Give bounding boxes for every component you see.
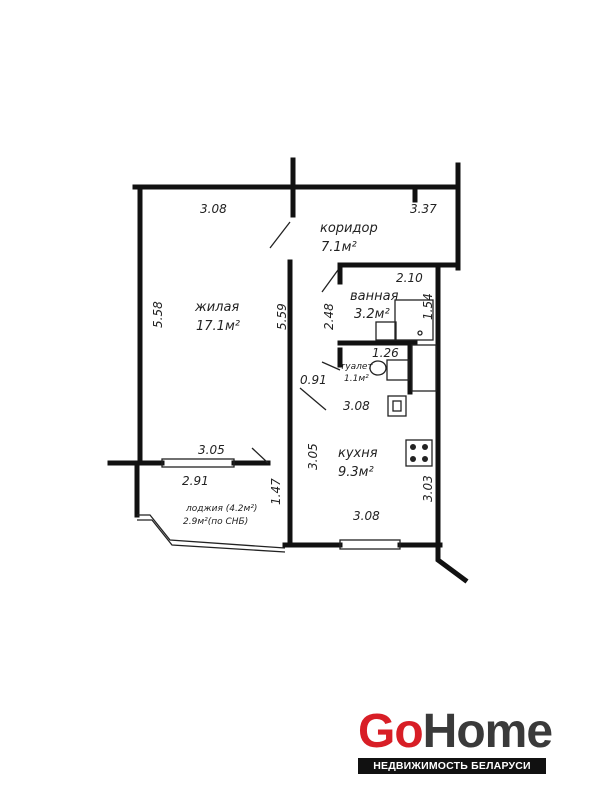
dim-living-left: 5.58	[151, 301, 165, 328]
dim-living-right: 5.59	[275, 303, 289, 330]
kitchen-window	[339, 539, 401, 550]
stove-burner	[422, 456, 428, 462]
living-door	[269, 221, 291, 249]
corridor-name: коридор	[320, 221, 378, 236]
bath-name: ванная	[350, 289, 399, 304]
loggia-door	[251, 447, 269, 464]
toilet-tank	[386, 359, 410, 381]
dim-kitchen-top: 3.08	[343, 399, 370, 413]
loggia-line1: лоджия (4.2м²)	[185, 504, 257, 514]
fridge-inner	[392, 400, 402, 412]
dim-bath-right: 1.54	[421, 293, 435, 320]
dimension-labels: 3.08 5.58 5.59 3.05 2.91 1.47 3.37 2.10 …	[151, 202, 437, 523]
gohome-logo: GoHome НЕДВИЖИМОСТЬ БЕЛАРУСИ	[358, 706, 553, 774]
dim-bath-top: 2.10	[396, 271, 423, 285]
dim-kitchen-right: 3.03	[421, 475, 435, 502]
living-area: 17.1м²	[196, 319, 240, 334]
toilet-area: 1.1м²	[344, 374, 369, 384]
bath-door	[321, 269, 339, 293]
living-window	[161, 458, 235, 468]
dim-bath-left: 2.48	[322, 303, 336, 330]
walls	[107, 157, 469, 584]
ventilation-shaft	[411, 344, 437, 392]
kitchen-name: кухня	[338, 446, 378, 461]
kitchen-right-wall	[435, 262, 469, 584]
dim-living-bottom: 3.05	[198, 443, 225, 457]
logo-home: Home	[422, 705, 553, 758]
toilet-bowl	[369, 360, 387, 376]
bath-sink	[375, 321, 397, 341]
stove-burner	[410, 456, 416, 462]
logo-subtitle: НЕДВИЖИМОСТЬ БЕЛАРУСИ	[358, 758, 546, 774]
corridor-area: 7.1м²	[321, 240, 357, 255]
dim-kitchen-bottom: 3.08	[353, 509, 380, 523]
living-name: жилая	[194, 300, 239, 315]
dim-loggia-width: 2.91	[182, 474, 209, 488]
dim-toilet-left: 0.91	[300, 373, 327, 387]
toilet-name: туалет	[340, 362, 373, 372]
stove-burner	[410, 444, 416, 450]
stove-burner	[422, 444, 428, 450]
thin-lines	[137, 221, 437, 553]
toilet-door	[321, 361, 341, 371]
dim-corridor-top: 3.37	[410, 202, 437, 216]
dim-toilet-width: 1.26	[372, 346, 399, 360]
logo-go: Go	[358, 705, 424, 758]
bath-area: 3.2м²	[354, 307, 390, 322]
room-labels: жилая 17.1м² коридор 7.1м² ванная 3.2м² …	[183, 221, 399, 527]
bathtub-drain	[417, 330, 423, 336]
bathtub	[394, 299, 434, 341]
dim-loggia-depth: 1.47	[269, 478, 283, 505]
stove	[405, 439, 433, 467]
loggia-line2: 2.9м²(по СНБ)	[183, 517, 248, 527]
loggia-outline	[137, 514, 286, 549]
kitchen-door	[299, 387, 327, 411]
dim-kitchen-left: 3.05	[306, 443, 320, 470]
dim-living-top: 3.08	[200, 202, 227, 216]
kitchen-area: 9.3м²	[338, 465, 374, 480]
loggia-outline-inner	[137, 519, 286, 553]
logo-wordmark: GoHome	[358, 705, 553, 758]
fridge	[387, 395, 407, 417]
